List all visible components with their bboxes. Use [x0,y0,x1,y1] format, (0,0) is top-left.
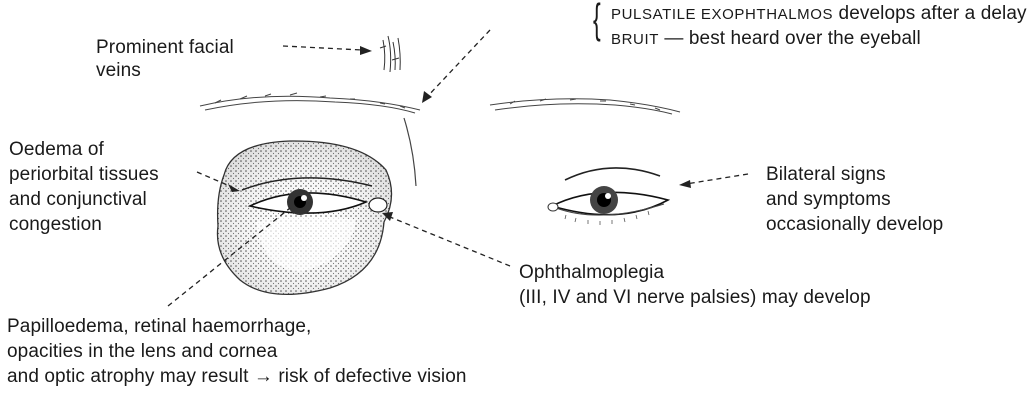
papilloedema-line-1: Papilloedema, retinal haemorrhage, [7,314,467,339]
ophthalmoplegia-label: Ophthalmoplegia (III, IV and VI nerve pa… [519,260,871,310]
bilateral-label: Bilateral signs and symptoms occasionall… [766,162,943,237]
facial-veins-line-1: Prominent facial [96,36,234,59]
nose-line [404,118,416,186]
facial-vein-sketch [380,36,400,72]
right-eyebrow [200,93,420,113]
papilloedema-line-3: and optic atrophy may result → risk of d… [7,364,467,389]
bilateral-line-3: occasionally develop [766,212,943,237]
oedema-label: Oedema of periorbital tissues and conjun… [9,137,159,237]
swollen-right-orbit [217,141,391,294]
bruit-text: — best heard over the eyeball [659,28,921,49]
oedema-line-2: periorbital tissues [9,162,159,187]
pulsatile-exophthalmos-text: develops after a delay [833,3,1026,24]
oedema-line-4: congestion [9,212,159,237]
label-brace: { [593,0,601,40]
papilloedema-label: Papilloedema, retinal haemorrhage, opaci… [7,314,467,389]
oedema-line-3: and conjunctival [9,187,159,212]
bilateral-line-2: and symptoms [766,187,943,212]
left-eye [548,168,668,225]
ophthalmoplegia-line-2: (III, IV and VI nerve palsies) may devel… [519,285,871,310]
bruit-term: BRUIT [611,31,659,48]
facial-veins-label: Prominent facial veins [96,36,234,82]
pulsatile-exophthalmos-label: PULSATILE EXOPHTHALMOS develops after a … [611,2,1027,26]
pulsatile-exophthalmos-term: PULSATILE EXOPHTHALMOS [611,6,833,23]
oedema-line-1: Oedema of [9,137,159,162]
bilateral-line-1: Bilateral signs [766,162,943,187]
bruit-label: BRUIT — best heard over the eyeball [611,27,921,51]
papilloedema-line-2: opacities in the lens and cornea [7,339,467,364]
ophthalmoplegia-line-1: Ophthalmoplegia [519,260,871,285]
left-eyebrow [490,99,680,114]
facial-veins-line-2: veins [96,59,234,82]
